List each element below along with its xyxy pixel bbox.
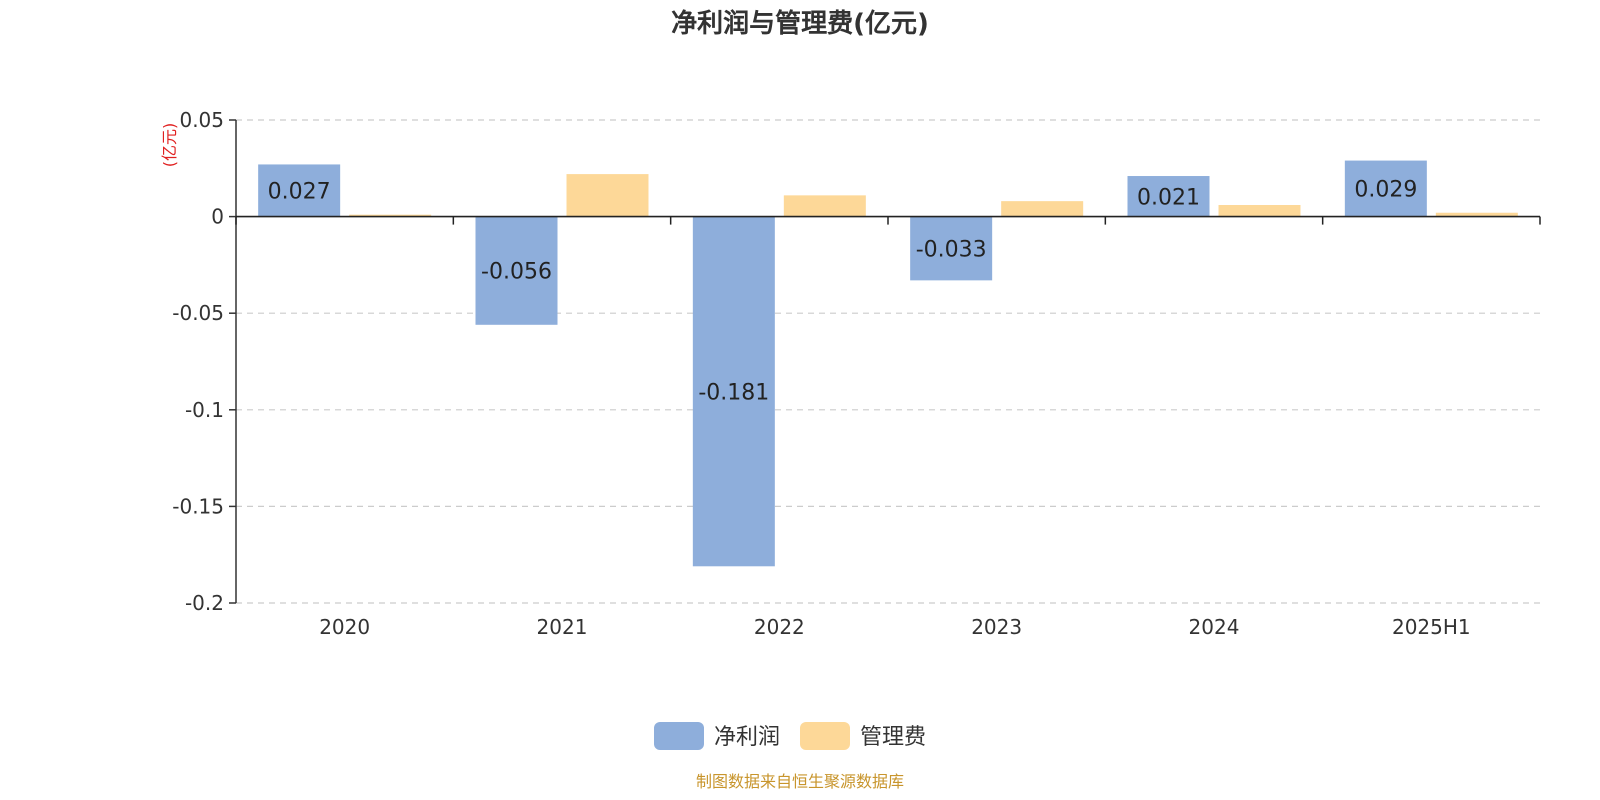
bar-admin-fee-2024 [1218,205,1301,217]
grid-layer [236,119,1540,604]
y-tick-label: -0.1 [185,398,224,422]
legend-swatch [800,722,850,750]
x-tick-label: 2020 [319,615,370,639]
legend-label: 净利润 [714,725,780,750]
bar-net-profit-2024 [1127,176,1210,217]
y-tick-label: -0.05 [172,301,224,325]
bar-admin-fee-2025H1 [1435,212,1518,217]
data-label: -0.033 [916,237,987,262]
source-note: 制图数据来自恒生聚源数据库 [696,772,904,791]
y-tick-label: 0 [211,205,224,229]
data-label: -0.181 [698,380,769,405]
y-tick-label: -0.2 [185,591,224,615]
y-tick-label: -0.15 [172,494,224,518]
x-tick-label: 2022 [754,615,805,639]
bar-admin-fee-2020 [349,214,432,217]
bar-admin-fee-2021 [566,174,649,217]
bar-admin-fee-2022 [783,195,866,217]
bar-net-profit-2022 [692,216,775,567]
axes-layer [229,119,1541,604]
legend-label: 管理费 [860,725,926,750]
chart-title: 净利润与管理费(亿元) [671,8,929,39]
bars-layer [258,160,1518,567]
data-label: 0.027 [268,180,331,205]
y-tick-label: 0.05 [179,108,224,132]
bar-net-profit-2020 [258,164,341,217]
data-label: 0.029 [1354,178,1417,203]
data-label: -0.056 [481,260,552,285]
bar-net-profit-2021 [475,216,558,325]
data-label: 0.021 [1137,185,1200,210]
bar-net-profit-2025H1 [1344,160,1427,217]
labels-layer: 0.05 0 -0.05 -0.1 -0.15 -0.2 0.027 2020 -0.056 20… [172,108,1470,639]
bar-net-profit-2023 [910,216,993,281]
legend-swatch [654,722,704,750]
x-tick-label: 2025H1 [1392,615,1471,639]
x-tick-label: 2021 [537,615,588,639]
y-axis-unit: (亿元) [160,123,179,168]
x-tick-label: 2023 [971,615,1022,639]
legend: 净利润 管理费 [654,722,926,750]
x-tick-label: 2024 [1189,615,1240,639]
bar-admin-fee-2023 [1001,201,1084,217]
